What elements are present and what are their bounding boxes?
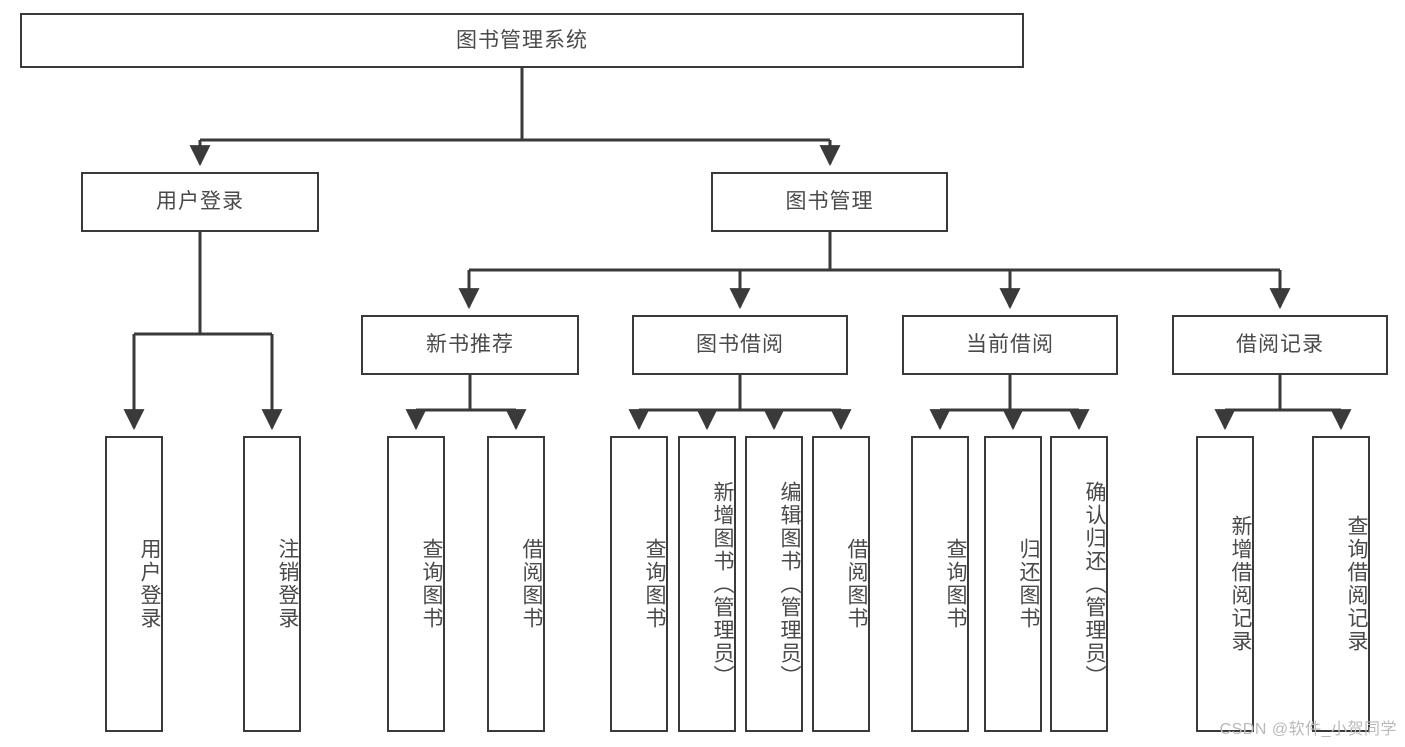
leaf-add-book-admin[interactable]: 新增图书（管理员） xyxy=(678,436,736,732)
leaf-borrow-book-label: 借阅图书 xyxy=(845,538,868,630)
node-current-borrow[interactable]: 当前借阅 xyxy=(902,315,1118,375)
leaf-confirm-return-admin[interactable]: 确认归还（管理员） xyxy=(1050,436,1108,732)
leaf-return-book[interactable]: 归还图书 xyxy=(984,436,1042,732)
node-borrow-record[interactable]: 借阅记录 xyxy=(1172,315,1388,375)
leaf-add-book-admin-label: 新增图书（管理员） xyxy=(711,480,734,688)
node-user-login-label: 用户登录 xyxy=(156,190,244,214)
leaf-query-book-borrow[interactable]: 查询图书 xyxy=(610,436,668,732)
node-root[interactable]: 图书管理系统 xyxy=(20,13,1024,68)
node-borrow-record-label: 借阅记录 xyxy=(1236,333,1324,357)
node-new-book-recommendation[interactable]: 新书推荐 xyxy=(361,315,579,375)
leaf-edit-book-admin[interactable]: 编辑图书（管理员） xyxy=(745,436,803,732)
node-root-label: 图书管理系统 xyxy=(456,28,588,52)
node-book-management[interactable]: 图书管理 xyxy=(711,172,948,232)
leaf-borrow-book-recommend[interactable]: 借阅图书 xyxy=(487,436,545,732)
leaf-logout-login[interactable]: 注销登录 xyxy=(243,436,301,732)
leaf-query-borrow-record[interactable]: 查询借阅记录 xyxy=(1312,436,1370,732)
leaf-query-borrow-record-label: 查询借阅记录 xyxy=(1345,515,1368,653)
leaf-user-login[interactable]: 用户登录 xyxy=(105,436,163,732)
node-book-borrow[interactable]: 图书借阅 xyxy=(632,315,848,375)
leaf-query-book-current[interactable]: 查询图书 xyxy=(911,436,969,732)
leaf-query-book-recommend-label: 查询图书 xyxy=(420,538,443,630)
node-current-borrow-label: 当前借阅 xyxy=(966,333,1054,357)
leaf-borrow-book-recommend-label: 借阅图书 xyxy=(520,538,543,630)
watermark: CSDN @软件_小贺同学 xyxy=(1219,721,1397,738)
leaf-borrow-book[interactable]: 借阅图书 xyxy=(812,436,870,732)
leaf-add-borrow-record-label: 新增借阅记录 xyxy=(1229,515,1252,653)
node-new-book-recommendation-label: 新书推荐 xyxy=(426,333,514,357)
leaf-query-book-current-label: 查询图书 xyxy=(944,538,967,630)
node-book-management-label: 图书管理 xyxy=(785,190,874,214)
leaf-edit-book-admin-label: 编辑图书（管理员） xyxy=(778,480,801,688)
leaf-query-book-borrow-label: 查询图书 xyxy=(643,538,666,630)
leaf-query-book-recommend[interactable]: 查询图书 xyxy=(387,436,445,732)
node-user-login[interactable]: 用户登录 xyxy=(81,172,319,232)
leaf-logout-login-label: 注销登录 xyxy=(276,538,299,630)
node-book-borrow-label: 图书借阅 xyxy=(696,333,784,357)
leaf-confirm-return-admin-label: 确认归还（管理员） xyxy=(1083,480,1106,688)
leaf-add-borrow-record[interactable]: 新增借阅记录 xyxy=(1196,436,1254,732)
leaf-return-book-label: 归还图书 xyxy=(1017,538,1040,630)
leaf-user-login-label: 用户登录 xyxy=(138,538,161,630)
